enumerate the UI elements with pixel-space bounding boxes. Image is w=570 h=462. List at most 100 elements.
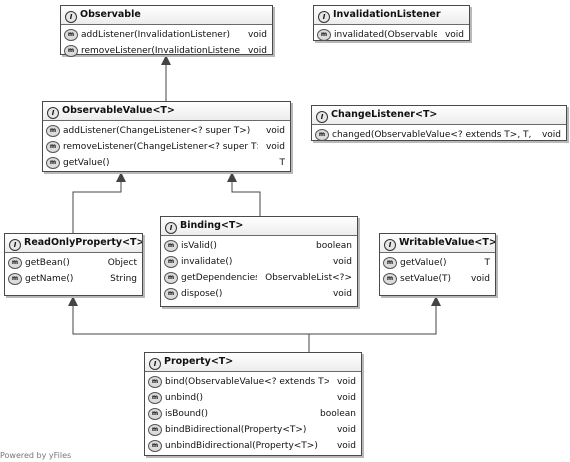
interface-name: Observable <box>80 9 141 20</box>
method-signature: isValid() <box>181 241 217 251</box>
interface-icon: I <box>65 11 77 23</box>
method-signature: removeListener(ChangeListener<? super T>… <box>63 142 258 152</box>
interface-name: WritableValue<T> <box>399 237 495 248</box>
interface-icon: I <box>9 239 21 251</box>
return-type: void <box>332 289 352 299</box>
method-signature: getBean() <box>25 258 70 268</box>
return-type: void <box>336 425 356 435</box>
method-signature: isBound() <box>165 409 209 419</box>
method-signature: invalidated(Observable) <box>334 30 437 40</box>
return-type: boolean <box>320 409 356 419</box>
edge-property-readonlyproperty <box>72 305 310 352</box>
method-icon: m <box>148 440 162 452</box>
interface-name: Binding<T> <box>180 220 244 231</box>
interface-name: Property<T> <box>164 356 234 367</box>
interface-icon: I <box>165 222 177 234</box>
method-signature: changed(ObservableValue<? extends T>, T,… <box>332 130 534 140</box>
return-type: String <box>110 274 137 284</box>
return-type: void <box>541 130 561 140</box>
method-icon: m <box>8 257 22 269</box>
method-signature: bindBidirectional(Property<T>) <box>165 425 307 435</box>
method-signature: getName() <box>25 274 74 284</box>
method-signature: addListener(ChangeListener<? super T>) <box>63 126 251 136</box>
return-type: void <box>332 257 352 267</box>
method-icon: m <box>64 45 78 57</box>
interface-name: ChangeListener<T> <box>331 109 438 120</box>
method-signature: addListener(InvalidationListener) <box>81 30 231 40</box>
method-signature: unbind() <box>165 393 204 403</box>
arrowhead-observablevalue-right <box>227 172 237 182</box>
method-icon: m <box>164 272 178 284</box>
return-type: Object <box>107 258 137 268</box>
method-signature: unbindBidirectional(Property<T>) <box>165 441 318 451</box>
method-signature: getValue() <box>63 158 110 168</box>
arrowhead-readonlyproperty <box>68 296 78 306</box>
method-row-getdependencies[interactable]: mgetDependencies()ObservableList<?> <box>161 270 357 286</box>
return-type: boolean <box>316 241 352 251</box>
edge-property-writablevalue <box>308 305 437 352</box>
return-type: void <box>444 30 464 40</box>
method-signature: setValue(T) <box>400 274 451 284</box>
method-icon: m <box>164 256 178 268</box>
method-signature: getValue() <box>400 258 447 268</box>
method-icon: m <box>164 240 178 252</box>
method-icon: m <box>148 376 162 388</box>
interface-name: ReadOnlyProperty<T> <box>24 237 142 248</box>
return-type: void <box>336 393 356 403</box>
method-icon: m <box>46 125 60 137</box>
edge-readonlyproperty-observablevalue <box>72 181 122 233</box>
method-signature: bind(ObservableValue<? extends T>) <box>165 377 329 387</box>
method-signature: invalidate() <box>181 257 233 267</box>
interface-icon: I <box>318 11 330 23</box>
method-signature: getDependencies() <box>181 273 257 283</box>
return-type: void <box>470 274 490 284</box>
method-icon: m <box>383 257 397 269</box>
method-icon: m <box>164 288 178 300</box>
arrowhead-observable <box>161 55 171 65</box>
return-type: void <box>336 441 356 451</box>
arrowhead-observablevalue-left <box>116 172 126 182</box>
method-icon: m <box>148 392 162 404</box>
